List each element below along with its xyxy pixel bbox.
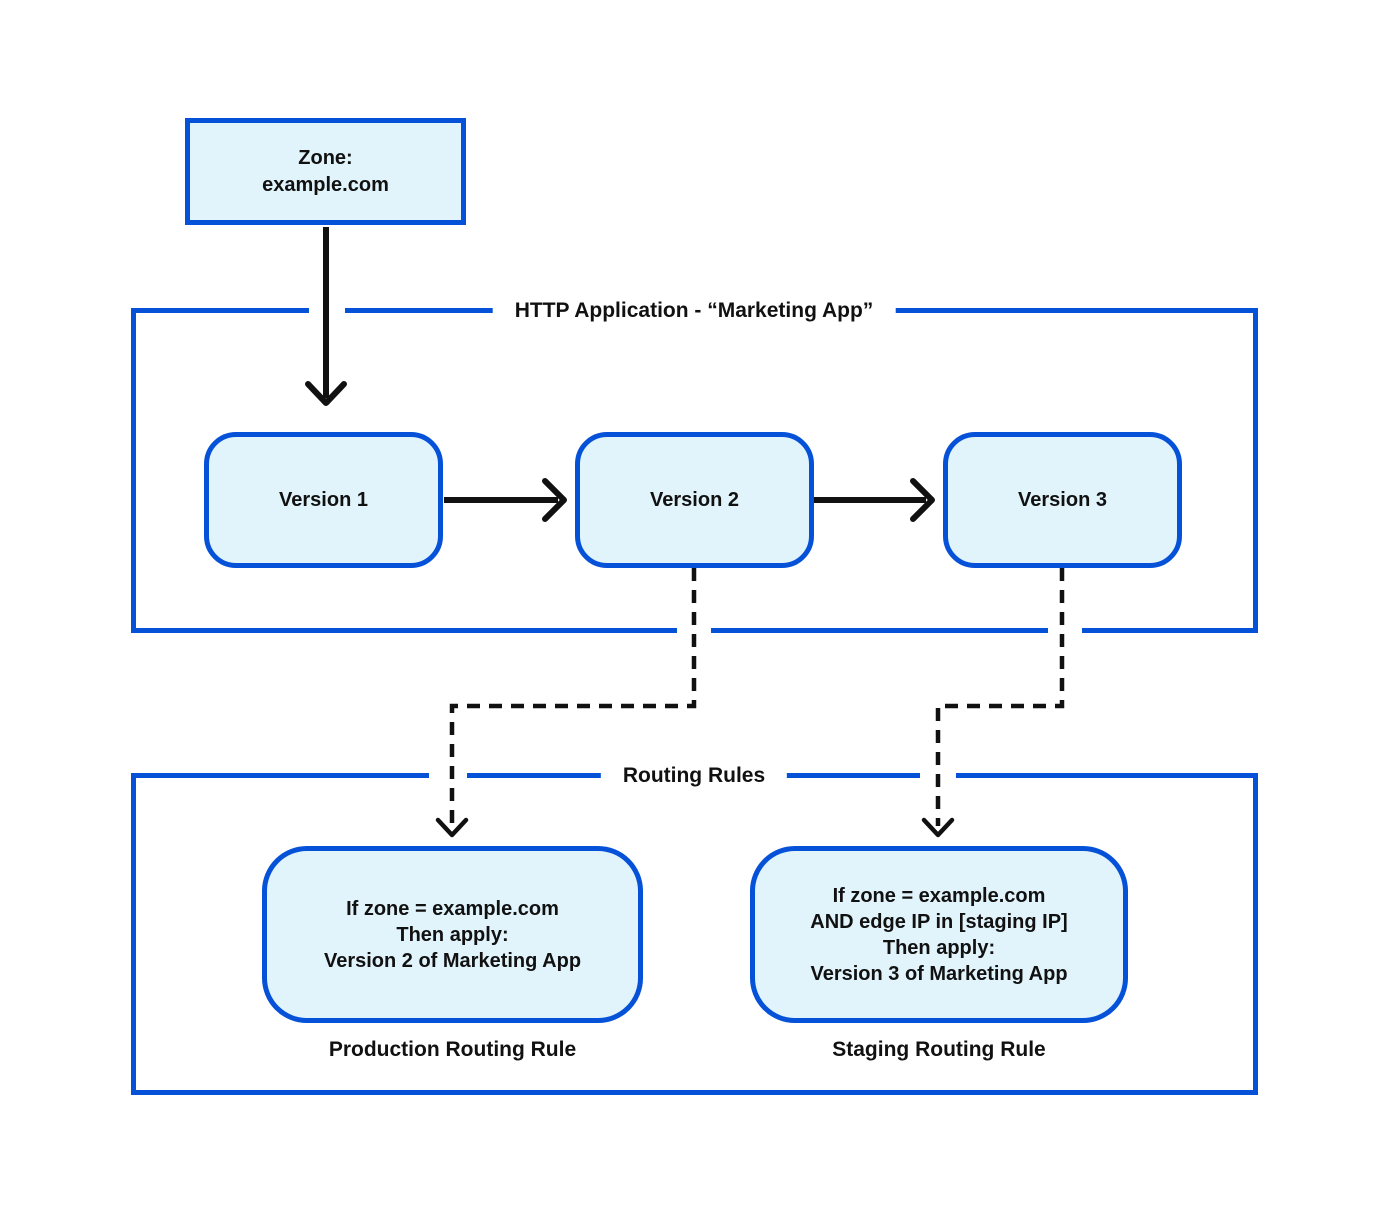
version-3-node: Version 3 — [943, 432, 1182, 568]
zone-label-line2: example.com — [262, 173, 389, 196]
border-gap — [429, 770, 467, 782]
routing-rules-title: Routing Rules — [600, 764, 788, 788]
production-rule-line: Then apply: — [396, 923, 509, 946]
production-rule-line: If zone = example.com — [346, 897, 559, 920]
production-rule-line: Version 2 of Marketing App — [323, 949, 582, 972]
version-1-node: Version 1 — [204, 432, 443, 568]
production-rule-node: If zone = example.com Then apply: Versio… — [262, 846, 643, 1023]
staging-rule-caption: Staging Routing Rule — [832, 1038, 1046, 1061]
staging-rule-node: If zone = example.com AND edge IP in [st… — [750, 846, 1128, 1023]
production-rule-caption: Production Routing Rule — [328, 1038, 577, 1061]
zone-node: Zone: example.com — [185, 118, 466, 225]
border-gap — [1048, 625, 1082, 637]
zone-label-line1: Zone: — [298, 146, 353, 169]
staging-rule-line: Then apply: — [882, 936, 996, 959]
staging-rule-line: AND edge IP in [staging IP] — [810, 910, 1068, 933]
staging-rule-line: Version 3 of Marketing App — [810, 962, 1068, 985]
http-application-title: HTTP Application - “Marketing App” — [492, 299, 896, 323]
border-gap — [677, 625, 711, 637]
staging-rule-line: If zone = example.com — [832, 884, 1046, 907]
border-gap — [920, 770, 956, 782]
version-2-label: Version 2 — [650, 488, 739, 511]
version-3-label: Version 3 — [1018, 488, 1107, 511]
version-1-label: Version 1 — [279, 488, 368, 511]
version-2-node: Version 2 — [575, 432, 814, 568]
border-gap — [309, 305, 345, 317]
